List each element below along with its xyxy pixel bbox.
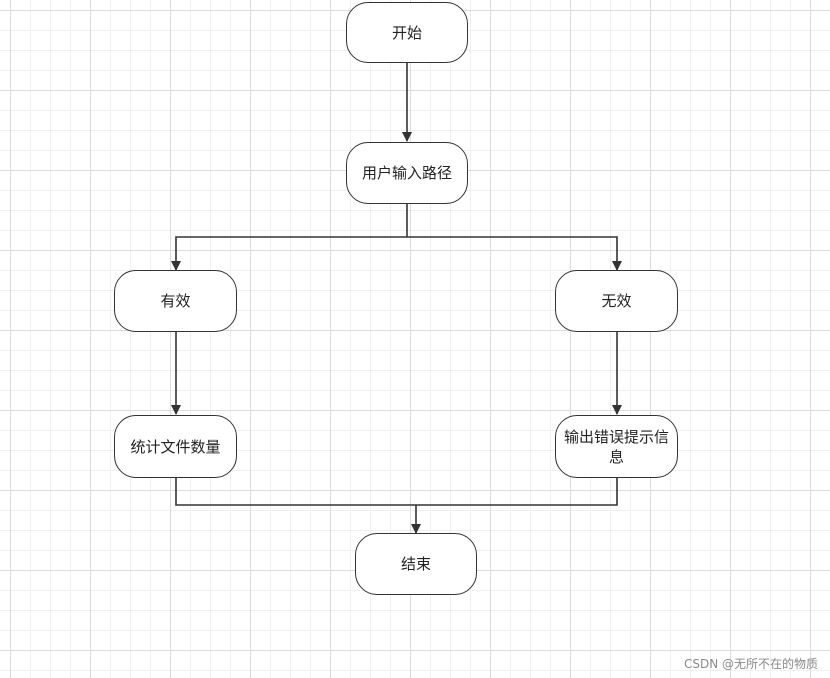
node-end: 结束 (355, 533, 477, 595)
edge-error-to-merge (416, 478, 618, 506)
node-start-label: 开始 (391, 23, 422, 42)
node-error-msg-label: 输出错误提示信息 (563, 427, 669, 466)
edge-branch-to-invalid (407, 236, 622, 271)
node-start: 开始 (346, 2, 468, 63)
edge-branch-to-valid (171, 236, 407, 271)
node-invalid-label: 无效 (601, 292, 632, 310)
node-valid-label: 有效 (160, 292, 191, 310)
node-count-files-label: 统计文件数量 (130, 437, 221, 456)
csdn-watermark: CSDN @无所不在的物质 (683, 657, 818, 671)
edge-count-to-merge (175, 478, 416, 506)
node-input-path: 用户输入路径 (346, 142, 468, 204)
node-error-msg: 输出错误提示信息 (555, 415, 678, 478)
node-count-files: 统计文件数量 (114, 415, 237, 478)
node-invalid: 无效 (555, 270, 678, 332)
node-valid: 有效 (114, 270, 237, 332)
node-end-label: 结束 (400, 555, 431, 573)
node-input-path-label: 用户输入路径 (361, 164, 452, 182)
